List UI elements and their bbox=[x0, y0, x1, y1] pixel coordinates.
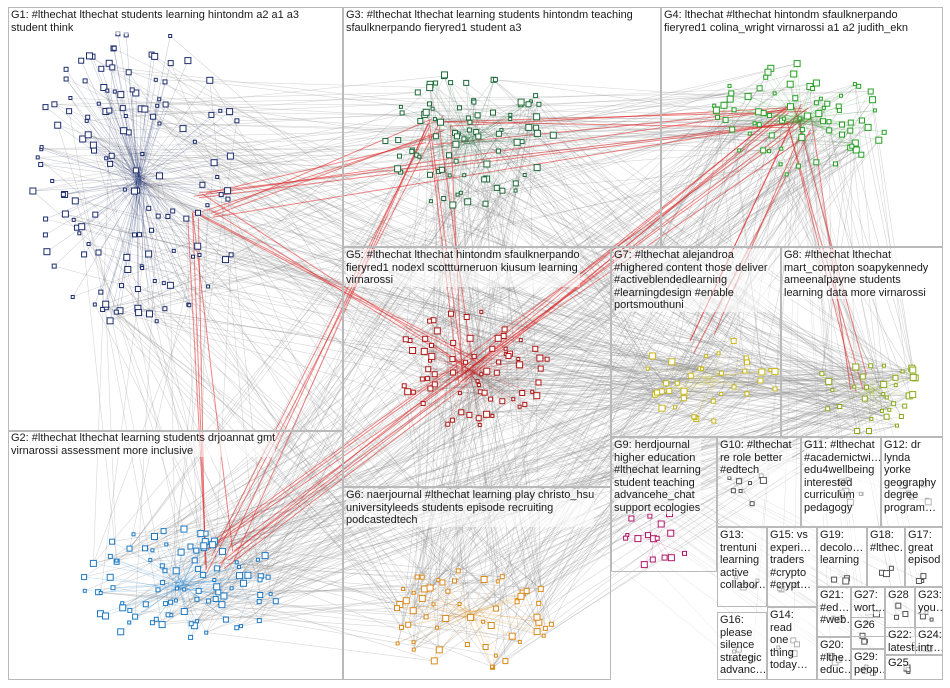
group-box-g11: G11: #lthechat #academictwi… edu4wellbei… bbox=[801, 437, 881, 527]
group-box-g13: G13: trentuni learning active collabor… bbox=[717, 527, 767, 607]
group-box-g26: G26 bbox=[851, 617, 885, 649]
group-box-g16: G16: please silence strategic advanc… bbox=[717, 612, 767, 680]
group-box-g17: G17: great episod… bbox=[905, 527, 943, 587]
group-label-g26: G26 bbox=[854, 619, 875, 632]
group-label-g9: G9: herdjournal higher education #lthech… bbox=[614, 439, 701, 514]
group-box-g9: G9: herdjournal higher education #lthech… bbox=[611, 437, 717, 572]
group-label-g5: G5: #lthechat lthechat hintondm sfaulkne… bbox=[346, 249, 580, 287]
group-label-g18: G18: #lthec… bbox=[870, 529, 904, 554]
group-label-g28: G28 bbox=[888, 589, 909, 602]
group-box-g7: G7: #lthechat alejandroa #highered conte… bbox=[611, 247, 781, 437]
group-label-g1: G1: #lthechat lthechat students learning… bbox=[11, 9, 299, 34]
group-label-g19: G19: decolo… learning bbox=[820, 529, 863, 567]
group-box-g18: G18: #lthec… bbox=[867, 527, 905, 587]
group-box-g3: G3: #lthechat lthechat learning students… bbox=[343, 7, 661, 247]
group-box-g5: G5: #lthechat lthechat hintondm sfaulkne… bbox=[343, 247, 611, 487]
group-label-g12: G12: dr lynda yorke geography degree pro… bbox=[884, 439, 936, 514]
group-box-g29: G29: peop… bbox=[851, 649, 885, 680]
group-label-g29: G29: peop… bbox=[854, 651, 884, 676]
group-box-g10: G10: #lthechat re role better #edtech bbox=[717, 437, 801, 527]
group-box-g8: G8: #lthechat lthechat mart_compton soap… bbox=[781, 247, 943, 437]
group-box-g6: G6: naerjournal #lthechat learning play … bbox=[343, 487, 611, 680]
group-label-g20: G20: #lthe… educ… bbox=[820, 639, 850, 677]
group-label-g4: G4: lthechat #lthechat hintondm sfaulkne… bbox=[664, 9, 908, 34]
group-box-g1: G1: #lthechat lthechat students learning… bbox=[8, 7, 343, 432]
group-label-g27: G27: wort… bbox=[854, 589, 884, 614]
group-box-g20: G20: #lthe… educ… bbox=[817, 637, 851, 680]
group-box-g15: G15: vs experi… traders #crypto #crypt… bbox=[767, 527, 817, 607]
group-box-g21: G21: #ed… #web… bbox=[817, 587, 851, 637]
group-label-g11: G11: #lthechat #academictwi… edu4wellbei… bbox=[804, 439, 880, 514]
group-label-g13: G13: trentuni learning active collabor… bbox=[720, 529, 766, 592]
group-label-g8: G8: #lthechat lthechat mart_compton soap… bbox=[784, 249, 928, 299]
group-label-g25: G25 bbox=[888, 657, 909, 670]
group-box-g19: G19: decolo… learning bbox=[817, 527, 867, 587]
group-label-g3: G3: #lthechat lthechat learning students… bbox=[346, 9, 633, 34]
group-label-g24: G24: intr… bbox=[918, 629, 942, 653]
group-label-g15: G15: vs experi… traders #crypto #crypt… bbox=[770, 529, 811, 592]
group-label-g10: G10: #lthechat re role better #edtech bbox=[720, 439, 792, 477]
group-box-g14: G14: read one thing today… bbox=[767, 607, 817, 680]
group-box-g12: G12: dr lynda yorke geography degree pro… bbox=[881, 437, 943, 527]
group-box-g2: G2: #lthechat lthechat learning students… bbox=[8, 430, 343, 680]
group-box-g24: G24: intr… bbox=[915, 627, 943, 655]
group-label-g2: G2: #lthechat lthechat learning students… bbox=[11, 432, 275, 457]
group-label-g6: G6: naerjournal #lthechat learning play … bbox=[346, 489, 594, 527]
group-label-g14: G14: read one thing today… bbox=[770, 609, 808, 672]
group-label-g7: G7: #lthechat alejandroa #highered conte… bbox=[614, 249, 768, 312]
group-label-g23: G23: you… bbox=[918, 589, 942, 614]
group-label-g17: G17: great episod… bbox=[908, 529, 942, 567]
group-label-g21: G21: #ed… #web… bbox=[820, 589, 850, 627]
group-box-g4: G4: lthechat #lthechat hintondm sfaulkne… bbox=[661, 7, 943, 247]
group-label-g16: G16: please silence strategic advanc… bbox=[720, 614, 766, 677]
group-box-g25: G25 bbox=[885, 655, 943, 680]
